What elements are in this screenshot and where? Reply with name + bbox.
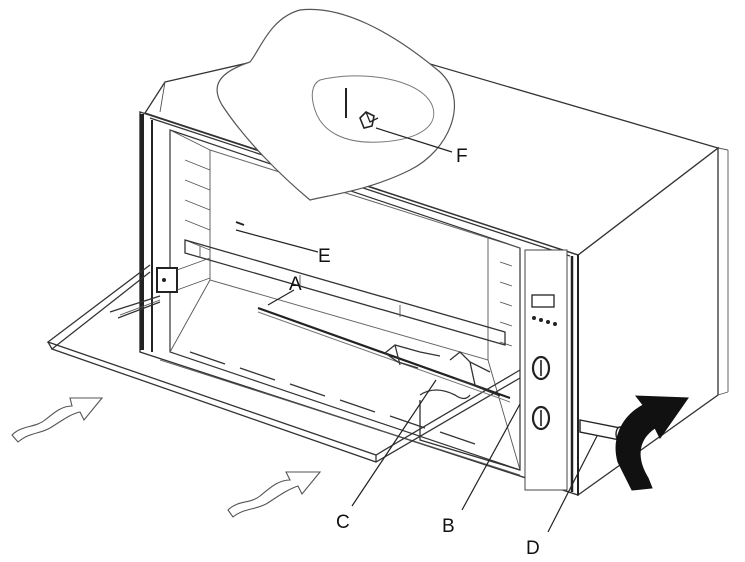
- wavy-arrow-left: [11, 397, 104, 443]
- oven-rack: [184, 239, 506, 346]
- leader-c: [351, 379, 437, 507]
- label-f: F: [456, 146, 468, 167]
- rotisserie-assembly: [257, 306, 521, 471]
- control-knob-lower: [531, 405, 551, 431]
- leader-f: [375, 127, 453, 153]
- control-buttons: [532, 316, 557, 326]
- oven-door: [46, 264, 521, 463]
- label-d: D: [526, 538, 540, 559]
- spit-fork-left: [384, 344, 441, 369]
- spit-fork-right: [449, 351, 501, 397]
- rotation-arrow: [615, 395, 689, 491]
- label-a: A: [289, 274, 302, 295]
- leader-b: [461, 403, 521, 511]
- callout-inner: [311, 75, 435, 143]
- leader-e: [235, 229, 319, 253]
- display-window: [531, 294, 555, 308]
- callout-clip-detail: [345, 88, 379, 129]
- label-c: C: [336, 512, 350, 533]
- control-knob-upper: [531, 355, 551, 381]
- leader-lines: [235, 127, 598, 533]
- leader-d: [547, 435, 598, 533]
- control-panel: [524, 249, 568, 491]
- leader-a: [267, 289, 295, 306]
- label-e: E: [318, 246, 331, 267]
- wavy-arrow-bottom: [227, 471, 322, 518]
- magnified-callout: [216, 8, 456, 201]
- label-b: B: [442, 516, 455, 537]
- shelf-rails: [184, 159, 513, 347]
- rotisserie-motor: [109, 221, 245, 319]
